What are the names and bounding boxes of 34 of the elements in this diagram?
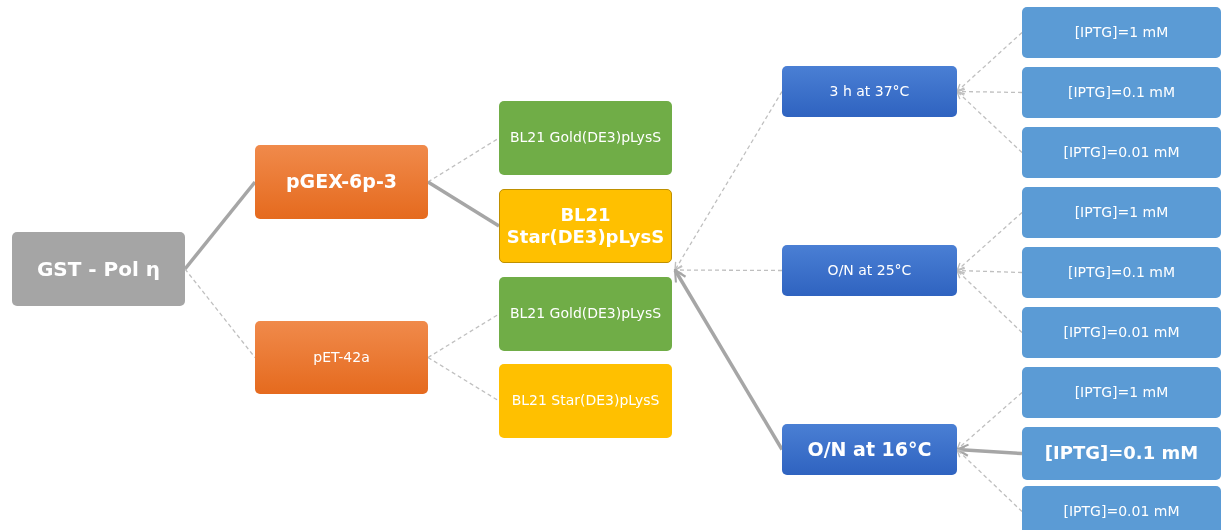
connector-line: [427, 180, 500, 228]
connector-line: [183, 180, 257, 271]
node-box: O/N at 16°C: [782, 424, 957, 475]
node-box: [IPTG]=0.1 mM: [1022, 427, 1221, 480]
arrow: [955, 443, 1023, 457]
arrow: [956, 31, 1023, 93]
node-box: pET-42a: [255, 321, 428, 394]
arrow: [674, 90, 783, 271]
node-box: BL21 Star(DE3)pLysS: [499, 189, 672, 263]
arrow: [956, 269, 1023, 334]
node-box: [IPTG]=0.1 mM: [1022, 247, 1221, 298]
connector-line: [427, 313, 500, 359]
node-box: pGEX-6p-3: [255, 145, 428, 219]
node-box: BL21 Gold(DE3)pLysS: [499, 101, 672, 175]
node-box: [IPTG]=1 mM: [1022, 7, 1221, 58]
node-box: GST - Pol η: [12, 232, 185, 306]
connector-line: [427, 137, 500, 183]
node-box: [IPTG]=1 mM: [1022, 367, 1221, 418]
connector-line: [427, 356, 500, 402]
arrow: [956, 211, 1023, 272]
arrow: [956, 448, 1023, 513]
node-box: [IPTG]=1 mM: [1022, 187, 1221, 238]
node-box: [IPTG]=0.01 mM: [1022, 486, 1221, 530]
arrow: [673, 268, 784, 451]
arrow: [956, 266, 1023, 276]
arrow: [956, 90, 1023, 154]
node-box: O/N at 25°C: [782, 245, 957, 296]
node-box: [IPTG]=0.01 mM: [1022, 307, 1221, 358]
node-box: BL21 Gold(DE3)pLysS: [499, 277, 672, 351]
node-box: [IPTG]=0.1 mM: [1022, 67, 1221, 118]
node-box: 3 h at 37°C: [782, 66, 957, 117]
node-box: BL21 Star(DE3)pLysS: [499, 364, 672, 438]
arrow: [956, 391, 1023, 451]
node-box: [IPTG]=0.01 mM: [1022, 127, 1221, 178]
